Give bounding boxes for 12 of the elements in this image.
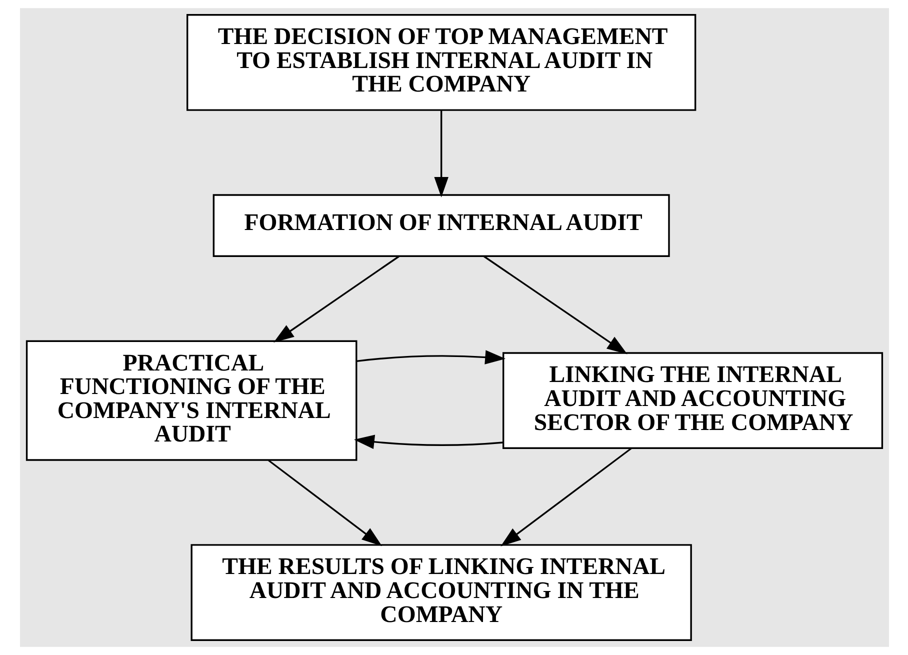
node-box: THE DECISION OF TOP MANAGEMENT TO ESTABLISH INTERNAL AUDIT IN THE COMPANY — [186, 14, 696, 111]
node-box: THE RESULTS OF LINKING INTERNAL AUDIT AND ACCOUNTING IN THE COMPANY — [190, 544, 692, 641]
arrow — [353, 434, 503, 449]
node-box: LINKING THE INTERNAL AUDIT AND ACCOUNTING SECTOR OF THE COMPANY — [502, 352, 883, 449]
arrow — [356, 350, 506, 364]
node-box: PRACTICAL FUNCTIONING OF THE COMPANY'S INTERNAL AUDIT — [25, 340, 357, 461]
arrow — [500, 448, 632, 546]
arrow — [268, 460, 382, 546]
arrow — [483, 256, 627, 354]
arrow — [434, 110, 448, 198]
node-box: FORMATION OF INTERNAL AUDIT — [212, 194, 670, 257]
arrow — [273, 256, 399, 343]
